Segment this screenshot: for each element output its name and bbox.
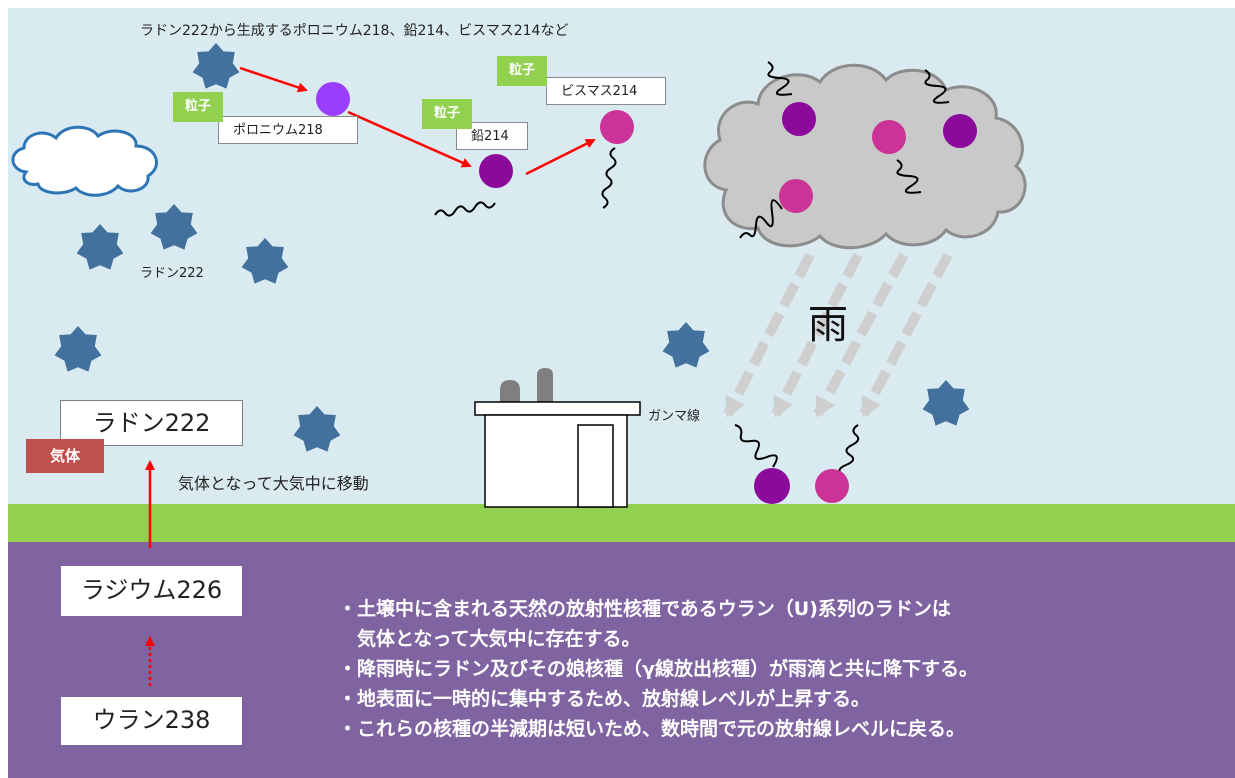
radon-star — [76, 224, 124, 270]
top-caption: ラドン222から生成するポロニウム218、鉛214、ビスマス214など — [140, 23, 569, 39]
ground-surface — [8, 504, 1235, 542]
lead-on-ground — [754, 468, 790, 504]
label-polonium218: ポロニウム218 — [218, 116, 358, 144]
gamma-rays — [434, 61, 950, 476]
gas-tag: 気体 — [26, 439, 104, 473]
note-line: ・これらの核種の半減期は短いため、数時間で元の放射線レベルに戻る。 — [338, 718, 966, 740]
radon-star — [662, 322, 710, 368]
radon-star — [922, 380, 970, 426]
polonium-particle — [316, 82, 350, 116]
label-bismuth214: ビスマス214 — [546, 77, 666, 105]
bismuth-in-cloud — [872, 120, 906, 154]
radon-star — [54, 326, 102, 372]
gas-move-label: 気体となって大気中に移動 — [178, 474, 369, 493]
particle-tag-polonium: 粒子 — [173, 92, 223, 122]
decay-arrows — [145, 66, 596, 686]
note-line: 気体となって大気中に存在する。 — [338, 628, 641, 650]
uranium238-box: ウラン238 — [61, 697, 242, 745]
bismuth-on-ground — [815, 469, 849, 503]
rain-cloud — [703, 63, 1027, 250]
bismuth-in-cloud — [779, 179, 813, 213]
radon-star — [192, 43, 240, 89]
radon-star — [150, 204, 198, 250]
house — [474, 368, 641, 508]
note-line: ・土壌中に含まれる天然の放射性核種であるウラン（U)系列のラドンは — [338, 598, 951, 620]
lead-particle — [479, 154, 513, 188]
radium226-box: ラジウム226 — [61, 566, 242, 616]
radon-star — [293, 406, 341, 452]
radon-atoms — [54, 43, 970, 452]
gamma-label: ガンマ線 — [648, 409, 701, 424]
radon222-sky-label: ラドン222 — [140, 266, 204, 281]
small-cloud — [11, 125, 158, 197]
particle-tag-bismuth: 粒子 — [497, 56, 547, 86]
explanation-notes: ・土壌中に含まれる天然の放射性核種であるウラン（U)系列のラドンは 気体となって… — [338, 594, 978, 744]
lead-in-cloud — [782, 102, 816, 136]
note-line: ・降雨時にラドン及びその娘核種（γ線放出核種）が雨滴と共に降下する。 — [338, 658, 978, 680]
particle-tag-lead: 粒子 — [422, 99, 472, 129]
note-line: ・地表面に一時的に集中するため、放射線レベルが上昇する。 — [338, 688, 871, 710]
radon-star — [241, 238, 289, 284]
radon222-box: ラドン222 — [60, 400, 243, 446]
rain-label: 雨 — [808, 302, 848, 348]
bismuth-particle — [600, 110, 634, 144]
lead-in-cloud — [943, 114, 977, 148]
rain-streaks — [723, 252, 953, 418]
daughter-nuclides — [316, 82, 977, 504]
